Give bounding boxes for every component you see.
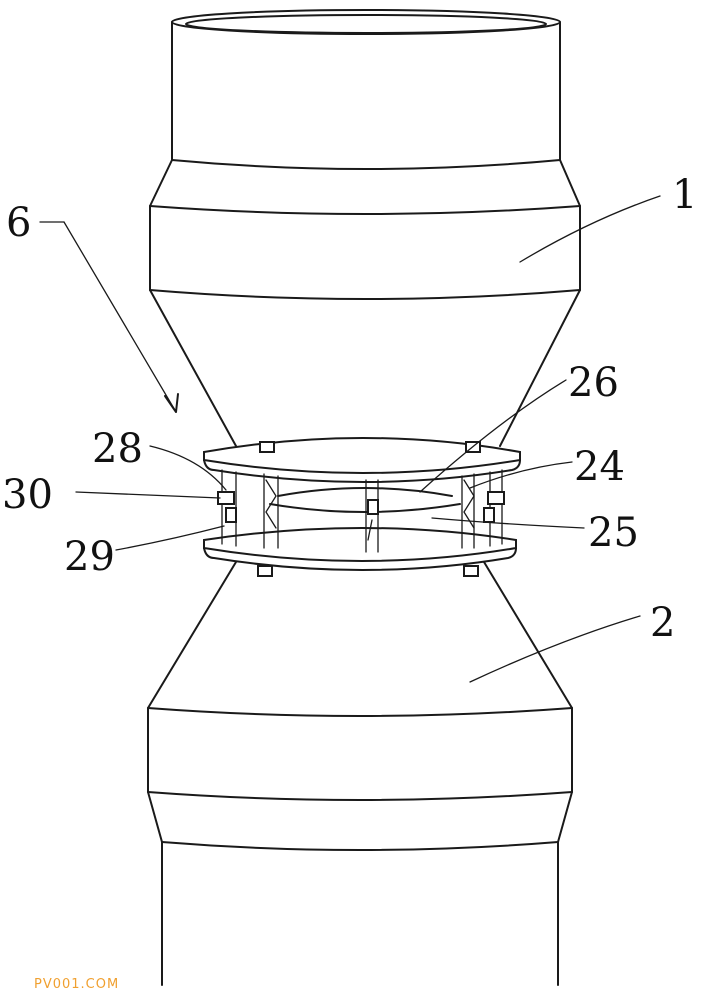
- label-25: 25: [588, 510, 639, 556]
- label-26: 26: [568, 360, 619, 406]
- reference-numerals: 1 2 6 26 24 25 28 30 29: [2, 172, 697, 646]
- label-30: 30: [2, 472, 53, 518]
- upper-housing: [149, 9, 581, 447]
- label-28: 28: [92, 426, 143, 472]
- label-24: 24: [574, 444, 625, 490]
- label-2: 2: [650, 600, 675, 646]
- label-6: 6: [6, 200, 31, 246]
- watermark: PV001.COM: [34, 977, 119, 992]
- connection-assembly: [203, 437, 521, 577]
- label-1: 1: [672, 172, 697, 218]
- lower-housing: [147, 561, 573, 986]
- leader-lines: [39, 195, 661, 683]
- label-29: 29: [64, 534, 115, 580]
